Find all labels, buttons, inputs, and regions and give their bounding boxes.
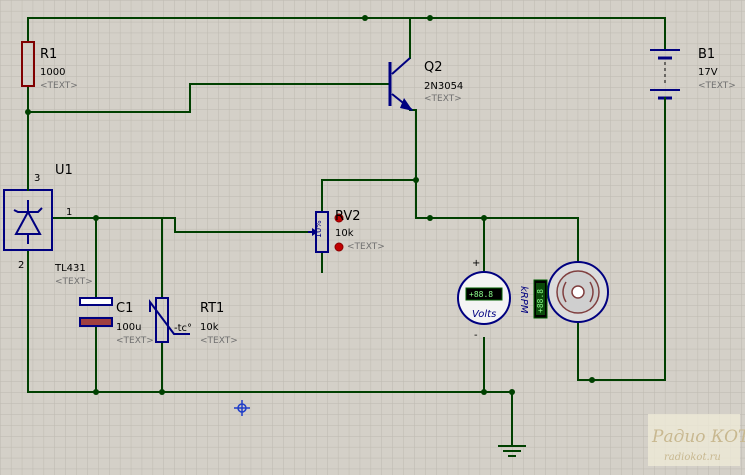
tachometer-display: +88.8 [536, 289, 545, 313]
b1-value: 17V [698, 67, 718, 78]
q2-ref: Q2 [424, 60, 443, 75]
capacitor-c1[interactable]: C1 100u <TEXT> [79, 297, 154, 346]
b1-text: <TEXT> [698, 81, 736, 91]
q2-value: 2N3054 [424, 81, 463, 92]
u1-ref: U1 [55, 163, 73, 178]
potentiometer-rv2[interactable]: 10% RV2 10k <TEXT> [308, 209, 385, 253]
c1-text: <TEXT> [116, 336, 154, 346]
voltmeter[interactable]: +88.8 Volts + - [457, 258, 511, 341]
q2-text: <TEXT> [424, 94, 462, 104]
voltmeter-plus: + [472, 258, 480, 269]
r1-ref: R1 [40, 47, 57, 62]
r1-value: 1000 [40, 67, 65, 78]
battery-b1[interactable]: B1 17V <TEXT> [650, 39, 736, 113]
u1-pin2: 2 [18, 260, 24, 271]
ground-symbol [498, 445, 526, 457]
rv2-down-button[interactable] [334, 242, 344, 252]
watermark-url: radiokot.ru [664, 452, 721, 463]
tachometer-label: kRPM [518, 286, 529, 314]
rt1-value: 10k [200, 322, 219, 333]
shunt-regulator-u1[interactable]: U1 3 1 2 TL431 <TEXT> [3, 163, 93, 287]
voltmeter-minus: - [474, 330, 478, 341]
tachometer[interactable]: +88.8 kRPM [518, 279, 548, 319]
origin-crosshair-icon [234, 400, 250, 416]
watermark: Радио КОТ radiokot.ru [648, 414, 745, 466]
u1-text: <TEXT> [55, 277, 93, 287]
watermark-title: Радио КОТ [651, 427, 745, 447]
junction-dots [25, 15, 595, 395]
rt1-ref: RT1 [200, 301, 224, 316]
u1-pin3: 3 [34, 173, 40, 184]
u1-pin1: 1 [66, 207, 72, 218]
transistor-q2[interactable]: Q2 2N3054 <TEXT> [388, 57, 463, 111]
dc-motor[interactable] [547, 261, 609, 323]
voltmeter-label: Volts [472, 309, 496, 320]
resistor-r1[interactable]: R1 1000 <TEXT> [21, 41, 78, 91]
rv2-up-button[interactable] [334, 213, 344, 223]
rv2-value: 10k [335, 228, 354, 239]
b1-ref: B1 [698, 47, 715, 62]
c1-value: 100u [116, 322, 141, 333]
u1-value: TL431 [54, 263, 86, 274]
r1-text: <TEXT> [40, 81, 78, 91]
c1-ref: C1 [116, 301, 133, 316]
rv2-text: <TEXT> [347, 242, 385, 252]
rv2-ref: RV2 [335, 209, 361, 224]
rt1-text: <TEXT> [200, 336, 238, 346]
voltmeter-display: +88.8 [469, 290, 493, 299]
rt1-marking: -tc° [174, 323, 192, 334]
thermistor-rt1[interactable]: -tc° RT1 10k <TEXT> [149, 297, 238, 346]
rv2-knob: 10% [314, 220, 323, 238]
